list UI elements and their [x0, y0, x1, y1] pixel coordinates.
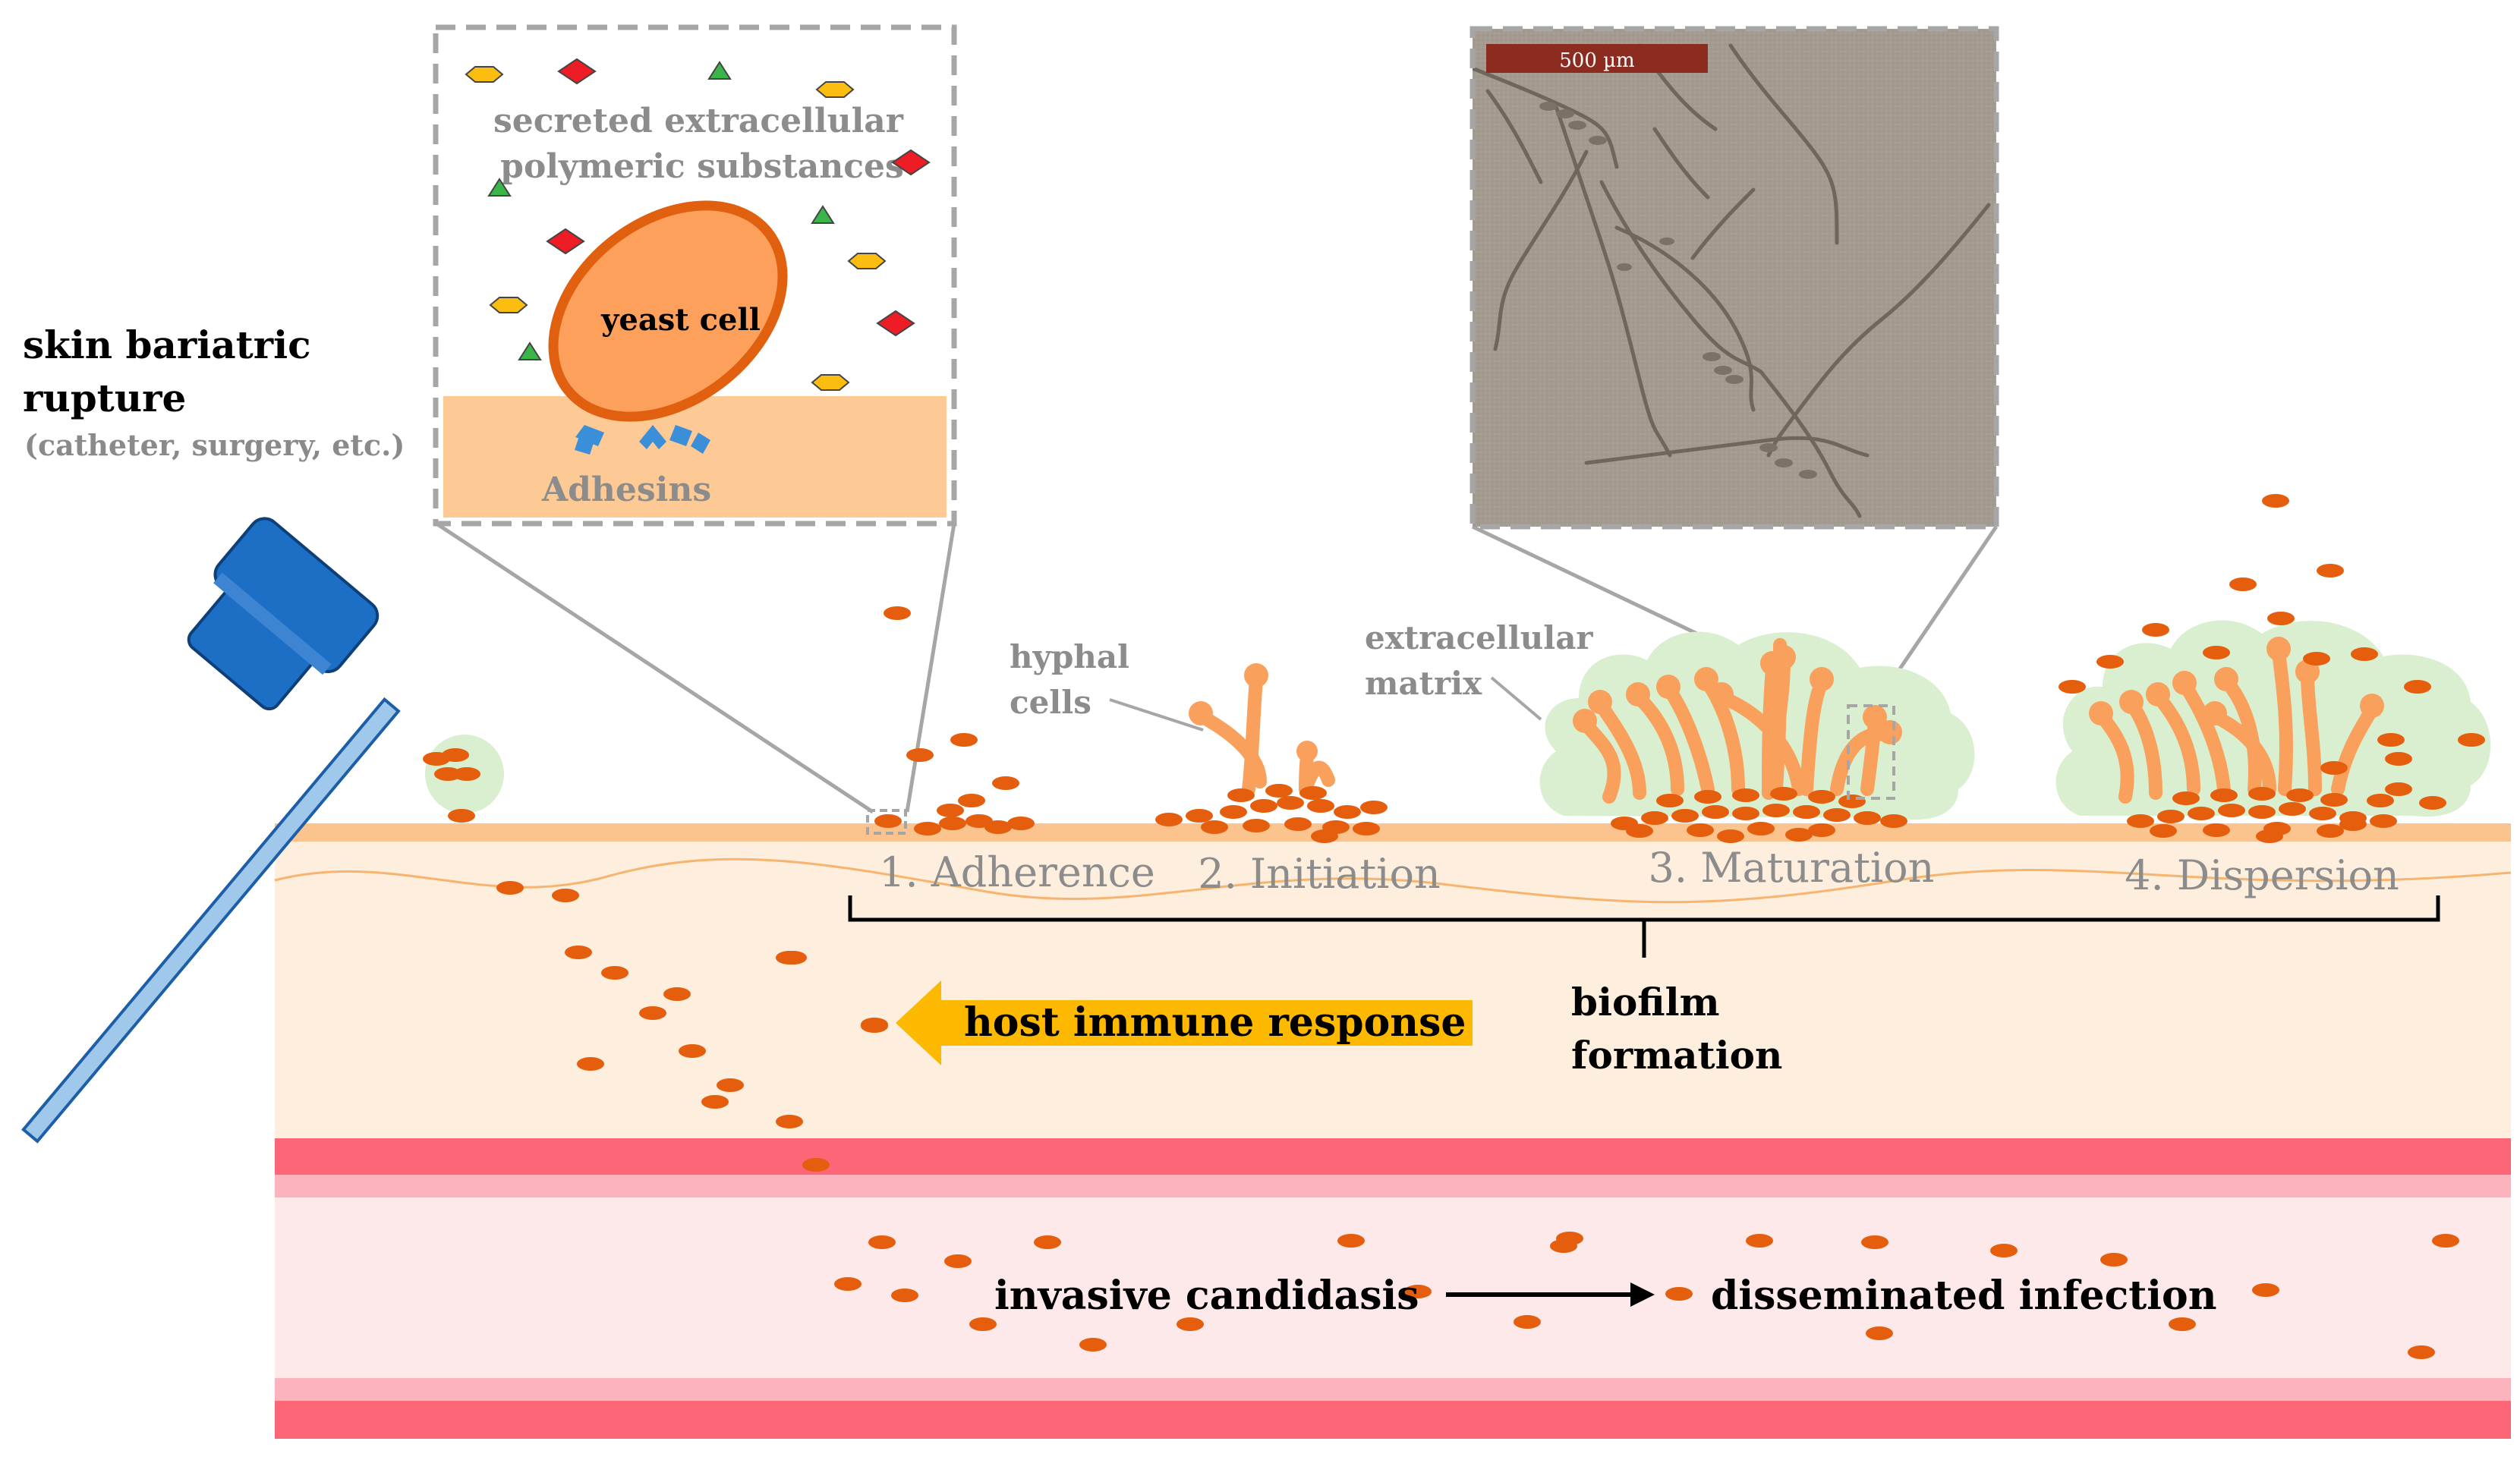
biofilm-bracket [848, 895, 2440, 958]
blood-cells [834, 1232, 2459, 1359]
dispersion-matrix [2055, 620, 2491, 817]
eps-triangle [707, 61, 732, 80]
eps-triangle [811, 205, 835, 224]
eps-hexagon [811, 374, 850, 391]
invasive-label: invasive candidasis [994, 1273, 1419, 1319]
stage2-label: 2. Initiation [1198, 850, 1441, 898]
scale-bar-label: 500 µm [1559, 49, 1634, 72]
hyphal-pointer [1109, 698, 1204, 732]
eps-diamond [876, 310, 915, 337]
dermis-wavy-line [274, 858, 2512, 904]
rupture-subtitle: (catheter, surgery, etc.) [24, 428, 405, 462]
eps-hexagon [465, 66, 504, 83]
biofilm-label-line1: biofilm [1571, 980, 1720, 1024]
rupture-title-line2: rupture [23, 376, 186, 420]
ecm-pointer [1490, 676, 1542, 721]
micrograph-inset: 500 µm [1469, 26, 1999, 708]
adherence-zoom-box [866, 809, 907, 835]
inset-connector-right [905, 523, 956, 813]
adhesin-icon-3 [669, 425, 710, 454]
catheter-tube [21, 697, 401, 1144]
disseminated-label: disseminated infection [1711, 1273, 2217, 1319]
yeast-cell [548, 200, 788, 422]
immune-arrow [896, 980, 1473, 1065]
stage3-label: 3. Maturation [1649, 844, 1935, 892]
adhesion-inset: Adhesins yeast cell secreted extracellul… [433, 24, 957, 814]
eps-triangle [487, 178, 512, 197]
immune-response: host immune response [776, 951, 1473, 1065]
eps-diamond [546, 228, 585, 255]
adhesin-icon-1 [575, 425, 604, 455]
eps-molecules [465, 58, 931, 391]
rupture-title-line1: skin bariatric [23, 323, 311, 367]
yeast-cell-label: yeast cell [600, 302, 761, 338]
catheter-cells [423, 748, 888, 1172]
eps-diamond [557, 58, 597, 85]
dermis-layer [275, 823, 2511, 1150]
adhesins-label: Adhesins [541, 470, 711, 509]
stage1-label: 1. Adherence [879, 848, 1155, 896]
hyphal-label-line1: hyphal [1010, 638, 1129, 675]
dermis-cells [776, 951, 888, 1031]
blood-lumen [275, 1197, 2511, 1378]
stage-dispersion [2055, 494, 2491, 843]
ecm-label-line2: matrix [1365, 665, 1482, 702]
eps-label-line1: secreted extracellular [493, 102, 904, 140]
vessel-inner-wall-top [275, 1175, 2511, 1197]
eps-label-line2: polymeric substances [500, 147, 904, 186]
micrograph-cells [1539, 102, 1817, 479]
biofilm-stages: hyphal cells [866, 494, 2491, 843]
stage-adherence [866, 606, 1035, 835]
immune-label: host immune response [964, 999, 1466, 1046]
vessel-outer-wall-top [275, 1138, 2511, 1175]
tissue-layers [274, 823, 2512, 1439]
adhesin-icon-2 [639, 425, 666, 449]
eps-hexagon [815, 81, 855, 98]
hyphal-label-line2: cells [1010, 684, 1091, 721]
scale-bar [1486, 44, 1708, 73]
stage-initiation: hyphal cells [1010, 638, 1388, 843]
stage-labels: 1. Adherence 2. Initiation 3. Maturation… [848, 844, 2440, 1078]
surface-substrate [443, 396, 947, 518]
catheter-hub [187, 517, 380, 711]
rupture-label: skin bariatric rupture (catheter, surger… [23, 323, 405, 462]
dissemination: invasive candidasis disseminated infecti… [834, 1232, 2459, 1359]
inset-connector-left [435, 521, 874, 814]
dissemination-arrow-head [1630, 1282, 1655, 1307]
stage-maturation: extracellular matrix [1365, 619, 1975, 843]
eps-diamond [891, 149, 931, 176]
eps-hexagon [489, 297, 528, 313]
ecm-label-line1: extracellular [1365, 619, 1593, 656]
biofilm-label-line2: formation [1571, 1033, 1782, 1078]
eps-triangle [518, 341, 542, 360]
vessel-inner-wall-bottom [275, 1378, 2511, 1401]
eps-hexagon [847, 253, 887, 269]
stage4-label: 4. Dispersion [2125, 851, 2399, 899]
catheter [21, 517, 888, 1172]
micrograph-frame [1469, 26, 1999, 530]
maturation-zoom-box [1847, 704, 1895, 800]
adhesin-receptors [575, 425, 710, 455]
vessel-outer-wall-bottom [275, 1401, 2511, 1439]
